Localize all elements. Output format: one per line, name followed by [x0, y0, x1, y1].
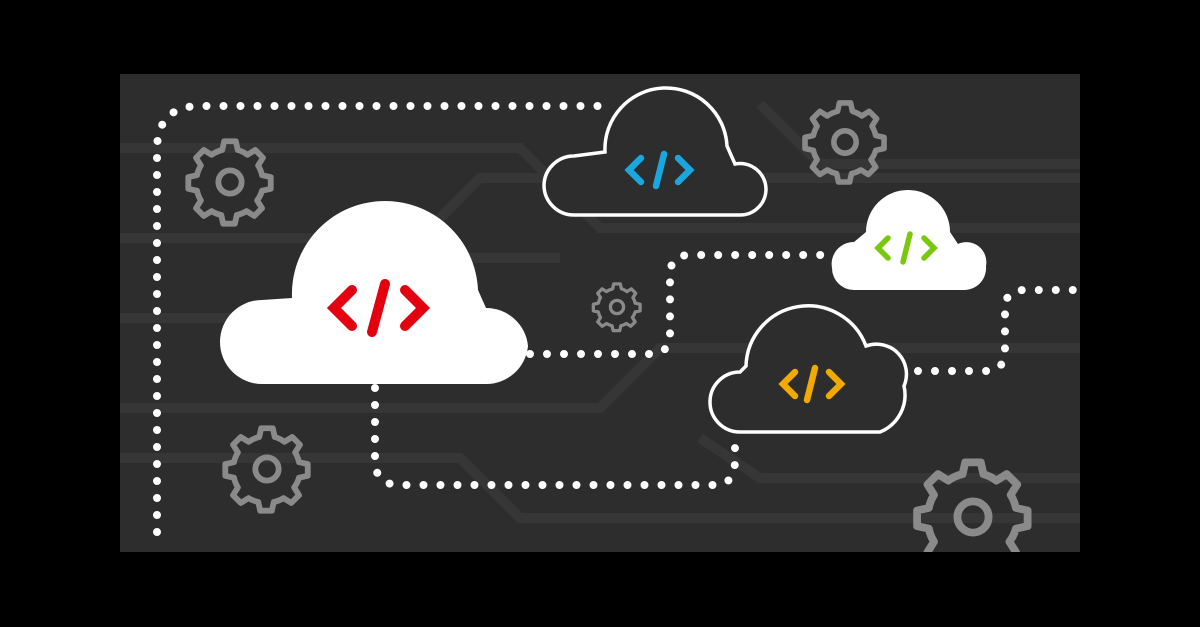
dotted-path-center-bottom [371, 384, 739, 489]
dotted-path-center-right [526, 251, 834, 358]
code-brackets-icon [778, 364, 846, 404]
cloud-large-red [220, 200, 528, 385]
dotted-paths [153, 102, 1080, 536]
code-brackets-icon [624, 150, 695, 190]
code-brackets-icon [326, 279, 431, 337]
dotted-path-right [914, 286, 1080, 375]
cloud-small-green [831, 190, 987, 291]
code-brackets-icon [874, 231, 938, 265]
cloud-right-orange [708, 304, 909, 434]
cloud-top-blue [542, 86, 768, 217]
